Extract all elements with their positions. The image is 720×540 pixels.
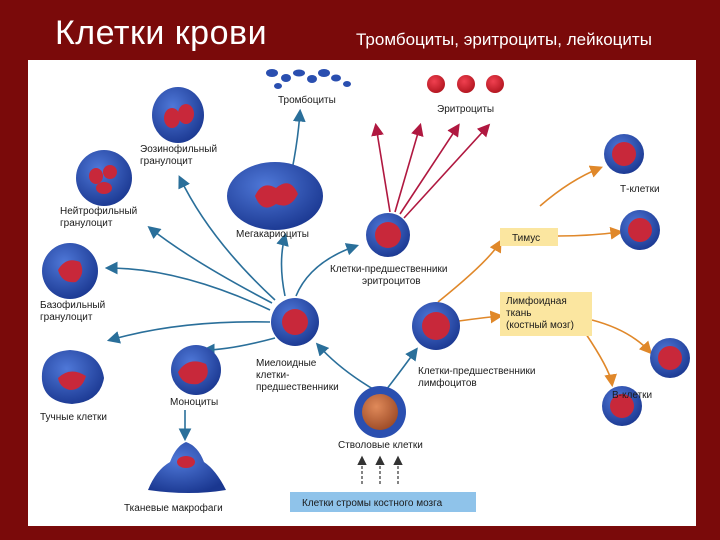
arrow-to-erythrocytes-1 bbox=[371, 122, 391, 213]
b-cell-2 bbox=[602, 386, 642, 426]
arrow-thymus-to-tcells-2 bbox=[557, 226, 624, 240]
arrow-to-erythrocytes-4 bbox=[403, 123, 491, 219]
label-eosinophil-1: Эозинофильный bbox=[140, 143, 217, 155]
label-mast-cells: Тучные клетки bbox=[40, 412, 107, 423]
label-t-cells: Т-клетки bbox=[620, 184, 660, 195]
label-stroma: Клетки стромы костного мозга bbox=[302, 498, 443, 509]
label-erythro-prec-1: Клетки-предшественники bbox=[330, 264, 447, 275]
arrows-erythroid bbox=[371, 122, 491, 219]
label-eosinophil-2: гранулоцит bbox=[140, 156, 193, 167]
label-megakaryocytes: Мегакариоциты bbox=[236, 229, 309, 240]
slide-subtitle: Тромбоциты, эритроциты, лейкоциты bbox=[356, 30, 652, 49]
label-monocytes: Моноциты bbox=[170, 397, 218, 408]
label-thymus: Тимус bbox=[512, 233, 540, 244]
arrows-stroma bbox=[357, 455, 403, 484]
arrow-to-platelets bbox=[291, 108, 306, 171]
arrow-to-basophil bbox=[104, 261, 271, 311]
t-cell-2 bbox=[620, 210, 660, 250]
label-neutrophil-1: Нейтрофильный bbox=[60, 205, 137, 217]
label-erythrocytes: Эритроциты bbox=[437, 104, 494, 115]
macrophage-cell bbox=[148, 442, 226, 493]
arrow-stem-to-lymphoid bbox=[385, 347, 418, 391]
lymphoid-precursor-cell bbox=[412, 302, 460, 350]
label-neutrophil-2: гранулоцит bbox=[60, 218, 113, 229]
label-lymphoid-3: (костный мозг) bbox=[506, 320, 574, 331]
basophil-cell bbox=[42, 243, 98, 299]
arrow-tissue-to-bcells bbox=[591, 319, 653, 355]
arrow-to-megakaryocyte bbox=[276, 232, 289, 297]
stroma-box bbox=[290, 492, 476, 512]
arrow-to-eosinophil bbox=[178, 175, 276, 301]
slide-title: Клетки крови bbox=[55, 14, 268, 52]
arrow-to-erythro-prec bbox=[295, 243, 360, 297]
label-myeloid-3: предшественники bbox=[256, 382, 339, 393]
label-lymphoid-2: ткань bbox=[506, 308, 531, 319]
lymphoid-tissue-box bbox=[500, 292, 592, 336]
label-platelets: Тромбоциты bbox=[278, 94, 336, 106]
myeloid-precursor-cell bbox=[271, 298, 319, 346]
label-lympho-prec-2: лимфоцитов bbox=[418, 377, 477, 389]
erythro-precursor-cell bbox=[366, 213, 410, 257]
t-cell-1 bbox=[604, 134, 644, 174]
label-myeloid-2: клетки- bbox=[256, 370, 289, 381]
label-b-cells: В-клетки bbox=[612, 390, 652, 401]
label-myeloid-1: Миелоидные bbox=[256, 358, 317, 369]
arrow-to-thymus bbox=[437, 239, 502, 303]
label-lymphoid-1: Лимфоидная bbox=[506, 295, 567, 307]
mast-cell bbox=[41, 350, 104, 404]
eosinophil-cell bbox=[152, 87, 204, 143]
label-lympho-prec-1: Клетки-предшественники bbox=[418, 366, 535, 377]
arrow-to-monocyte bbox=[201, 337, 276, 357]
arrow-to-erythrocytes-2 bbox=[394, 122, 424, 213]
label-erythro-prec-2: эритроцитов bbox=[362, 276, 421, 287]
b-cell-1 bbox=[650, 338, 690, 378]
arrow-to-neutrophil bbox=[147, 226, 273, 304]
arrow-to-mast bbox=[106, 321, 271, 344]
label-basophil-1: Базофильный bbox=[40, 299, 105, 311]
neutrophil-cell bbox=[76, 150, 132, 206]
monocyte-cell bbox=[171, 345, 221, 395]
erythrocytes-group bbox=[427, 75, 504, 93]
label-basophil-2: гранулоцит bbox=[40, 312, 93, 323]
platelets-cluster bbox=[266, 69, 351, 89]
stem-cell bbox=[354, 386, 406, 438]
label-macrophages: Тканевые макрофаги bbox=[124, 502, 223, 514]
arrows-lymphoid bbox=[437, 165, 653, 388]
arrow-thymus-to-tcells bbox=[539, 165, 603, 207]
arrow-tissue-to-bcells-2 bbox=[585, 333, 617, 388]
arrow-to-erythrocytes-3 bbox=[399, 123, 460, 215]
megakaryocyte-cell bbox=[227, 162, 323, 230]
thymus-box bbox=[500, 228, 558, 246]
label-stem-cells: Стволовые клетки bbox=[338, 440, 423, 451]
